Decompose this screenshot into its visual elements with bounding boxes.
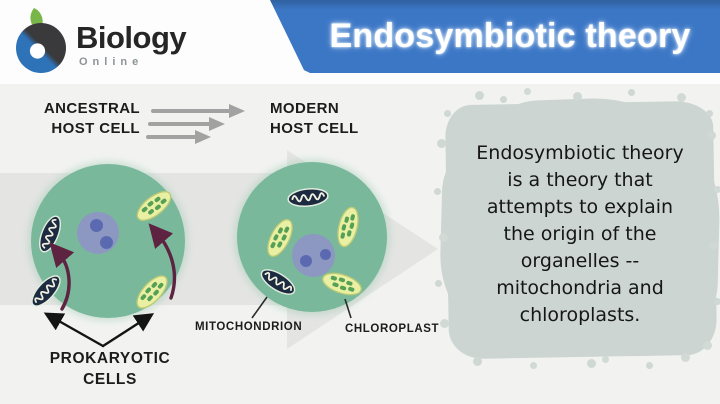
modern-host-cell-label: MODERN HOST CELL — [270, 100, 359, 137]
panel-speckles — [447, 103, 452, 108]
nucleolus — [100, 236, 113, 249]
prokaryotic-cells-label: PROKARYOTIC CELLS — [49, 350, 171, 388]
biology-online-logo: Biology Online — [12, 6, 262, 78]
title-banner: Endosymbiotic theory — [270, 0, 720, 73]
mitochondrion-label: MITOCHONDRION — [195, 321, 303, 333]
brand-name: Biology — [76, 20, 187, 55]
label-pointer-lines — [251, 296, 352, 319]
definition-text: Endosymbiotic theory is a theory that at… — [476, 142, 684, 326]
nucleolus — [320, 249, 331, 260]
brand-subtitle: Online — [79, 56, 144, 68]
nucleolus — [90, 219, 103, 232]
engulf-arrow-icon — [49, 223, 177, 311]
ancestral-host-cell-label: ANCESTRAL HOST CELL — [43, 100, 140, 137]
page-title: Endosymbiotic theory — [329, 17, 691, 55]
flow-arrows-icon — [146, 104, 245, 144]
pointer-arrows-icon — [43, 312, 155, 348]
biology-online-logo-icon — [16, 8, 66, 73]
nucleolus — [300, 255, 312, 267]
chloroplast-label: CHLOROPLAST — [345, 323, 440, 335]
